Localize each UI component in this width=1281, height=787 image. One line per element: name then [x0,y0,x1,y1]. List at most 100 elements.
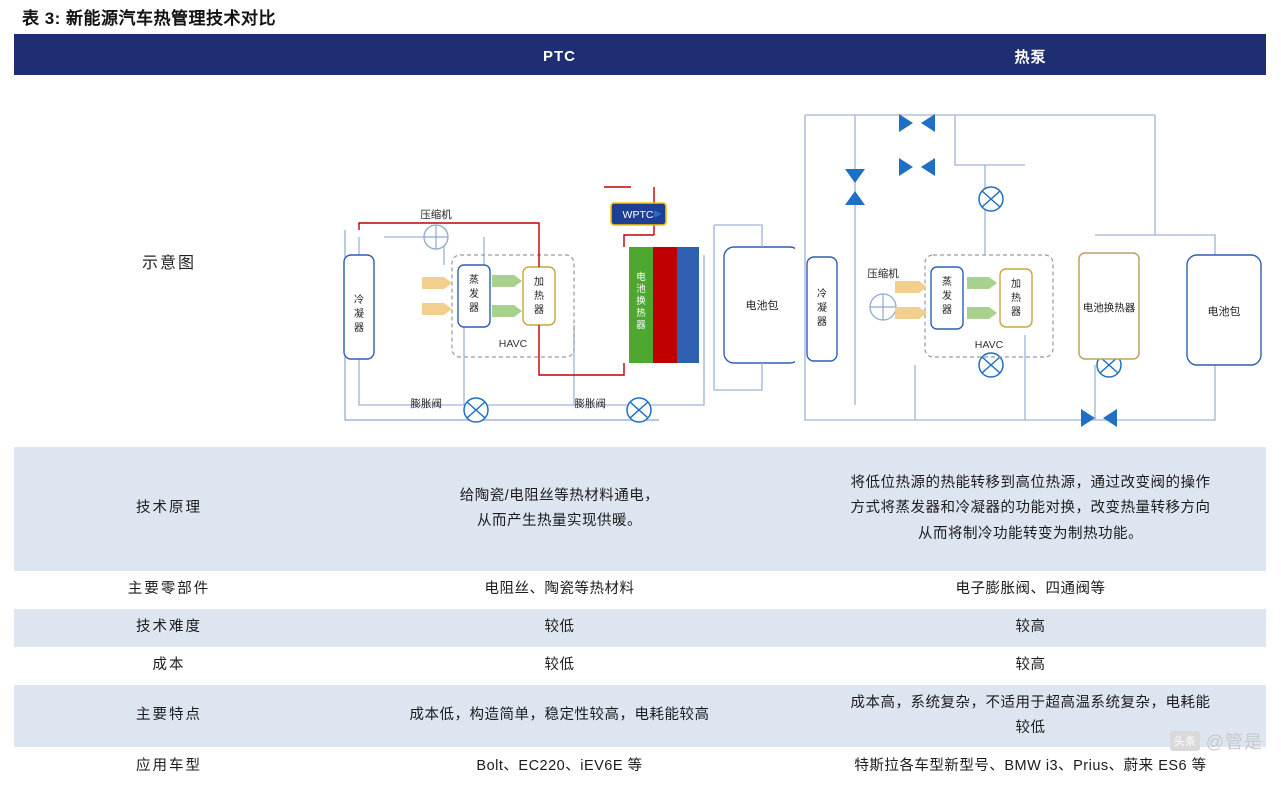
watermark-text: @管是 [1205,732,1263,752]
watermark-badge: 头条 [1169,731,1200,751]
comparison-table: PTC 热泵 示意图 [14,34,1266,787]
cell-principle-heatpump: 将低位热源的热能转移到高位热源，通过改变阀的操作 方式将蒸发器和冷凝器的功能对换… [795,465,1266,553]
cell-features-heatpump: 成本高，系统复杂，不适用于超高温系统复杂，电耗能 较低 [795,685,1266,748]
hp-battery-hx-box [1078,252,1140,360]
ptc-inlet-arrows [422,277,452,315]
ptc-expansion-valve-1: 膨胀阀 [411,397,489,423]
svg-text:膨胀阀: 膨胀阀 [411,397,443,410]
hp-compressor-label: 压缩机 [867,267,899,280]
watermark: 头条 @管是 [1169,728,1263,754]
svg-text:器: 器 [817,316,827,328]
ptc-schematic: 冷 凝 器 压缩机 HAVC [343,186,795,423]
table-row: 技术原理 给陶瓷/电阻丝等热材料通电， 从而产生热量实现供暖。 将低位热源的热能… [14,447,1266,571]
ptc-evaporator-box [457,264,491,328]
svg-text:冷: 冷 [817,287,827,300]
svg-text:器: 器 [942,304,952,316]
row-label-principle: 技术原理 [136,500,202,517]
svg-text:换: 换 [636,295,646,307]
hp-havc-box [924,254,1054,358]
cell-cost-heatpump: 较高 [1015,657,1046,674]
row-label-cost: 成本 [152,657,186,674]
ptc-havc-label: HAVC [499,338,528,350]
page-title: 表 3: 新能源汽车热管理技术对比 [0,0,1281,32]
ptc-schematic-cell: 冷 凝 器 压缩机 HAVC [324,75,795,447]
ptc-expansion-valve-2: 膨胀阀 [575,397,652,423]
cell-cost-ptc: 较低 [544,657,575,674]
ptc-compressor-label: 压缩机 [420,208,452,221]
svg-text:凝: 凝 [354,308,364,320]
heatpump-schematic: 冷 凝 器 压缩机 HAVC 蒸 发 [804,114,1262,427]
svg-text:器: 器 [469,302,479,314]
ptc-flow-arrows [492,275,522,317]
svg-text:发: 发 [469,287,479,300]
text-line: 给陶瓷/电阻丝等热材料通电， [459,487,660,504]
svg-text:热: 热 [636,307,646,319]
heatpump-schematic-cell: 冷 凝 器 压缩机 HAVC 蒸 发 [795,75,1266,447]
table-row: 示意图 [14,75,1266,447]
text-line: 成本高，系统复杂，不适用于超高温系统复杂，电耗能 [850,694,1211,711]
hp-inlet-arrows [895,281,927,319]
svg-text:凝: 凝 [817,302,827,314]
hp-heater-box [999,268,1033,328]
table-row: 应用车型 Bolt、EC220、iEV6E 等 特斯拉各车型新型号、BMW i3… [14,747,1266,787]
ptc-battery-pack-label: 电池包 [746,299,779,312]
header-cell-label [14,37,324,75]
hp-four-way-valve-mid [899,158,935,176]
text-line: 将低位热源的热能转移到高位热源，通过改变阀的操作 [850,474,1211,491]
text-line: 较低 [1015,720,1046,736]
svg-text:热: 热 [1011,291,1021,304]
hp-flow-arrows [967,277,997,319]
row-label-difficulty: 技术难度 [136,619,202,636]
svg-text:膨胀阀: 膨胀阀 [575,397,607,410]
table-row: 技术难度 较低 较高 [14,609,1266,647]
hp-condenser-box [806,256,838,362]
svg-text:电: 电 [636,271,646,283]
row-label-features: 主要特点 [136,707,202,724]
hp-four-way-valve-left [845,169,865,205]
hp-battery-pack-label: 电池包 [1208,305,1241,318]
svg-text:蒸: 蒸 [469,274,479,286]
text-line: 方式将蒸发器和冷凝器的功能对换，改变热量转移方向 [850,500,1211,517]
cell-models-ptc: Bolt、EC220、iEV6E 等 [476,758,643,775]
row-label-models: 应用车型 [136,758,202,775]
ptc-wptc-label: WPTC [623,209,654,221]
svg-text:器: 器 [636,320,646,331]
header-cell-heatpump: 热泵 [1014,48,1047,66]
hp-four-way-valve-top [899,114,935,132]
ptc-havc-box [451,254,575,358]
hp-battery-pack-box [1186,254,1262,366]
cell-difficulty-heatpump: 较高 [1015,619,1046,636]
svg-text:热: 热 [534,289,544,302]
ptc-battery-hx-green [629,247,653,363]
ptc-condenser-label: 冷 [354,293,364,306]
svg-text:蒸: 蒸 [942,276,952,288]
page-title-text: 表 3: 新能源汽车热管理技术对比 [22,8,277,28]
header-cell-ptc: PTC [543,47,576,65]
cell-principle-ptc: 给陶瓷/电阻丝等热材料通电， 从而产生热量实现供暖。 [324,478,795,541]
svg-text:池: 池 [636,283,646,295]
hp-four-way-valve-bottom [1081,409,1117,427]
table-row: 主要特点 成本低，构造简单，稳定性较高，电耗能较高 成本高，系统复杂，不适用于超… [14,685,1266,747]
hp-expansion-valve-left [978,352,1004,378]
ptc-battery-hx-blue [677,247,699,363]
table-row: 成本 较低 较高 [14,647,1266,685]
hp-expansion-valve-top [978,186,1004,212]
svg-text:加: 加 [1011,278,1021,290]
row-label-parts: 主要零部件 [127,581,211,598]
hp-battery-hx-label: 电池换热器 [1083,301,1136,314]
svg-text:发: 发 [942,289,952,302]
text-line: 从而产生热量实现供暖。 [477,513,642,529]
svg-text:加: 加 [534,276,544,288]
cell-parts-heatpump: 电子膨胀阀、四通阀等 [955,581,1106,598]
table-row: 主要零部件 电阻丝、陶瓷等热材料 电子膨胀阀、四通阀等 [14,571,1266,609]
cell-difficulty-ptc: 较低 [544,619,575,636]
table-header-row: PTC 热泵 [14,37,1266,75]
svg-text:器: 器 [354,322,364,334]
row-label-schematic: 示意图 [141,255,196,272]
ptc-condenser-box [343,254,375,360]
text-line: 从而将制冷功能转变为制热功能。 [918,525,1143,542]
hp-evaporator-box [930,266,964,330]
ptc-wptc-badge [610,202,667,226]
cell-features-ptc: 成本低，构造简单，稳定性较高，电耗能较高 [409,707,710,724]
